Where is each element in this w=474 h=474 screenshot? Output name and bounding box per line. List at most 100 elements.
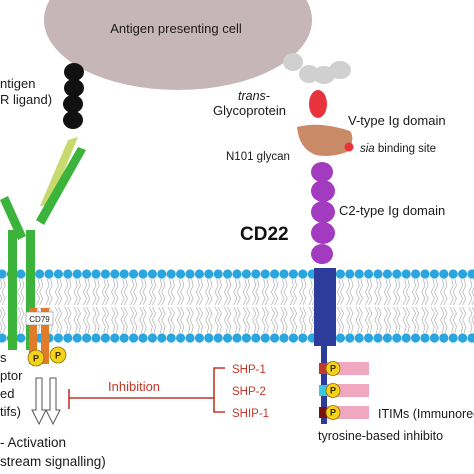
lipid-tail: [289, 306, 294, 334]
lipid-head: [53, 269, 64, 279]
lipid-tail: [205, 278, 210, 306]
lipid-tail: [208, 306, 213, 334]
lipid-tail: [302, 306, 307, 334]
lipid-tail: [233, 306, 238, 334]
lipid-tail: [105, 278, 109, 306]
lipid-tail: [189, 278, 194, 306]
lipid-tail: [252, 306, 257, 334]
lipid-tail: [148, 306, 153, 334]
lipid-head: [63, 269, 73, 279]
lipid-tail: [76, 278, 81, 306]
lipid-head: [345, 333, 355, 343]
lipid-head: [420, 269, 430, 279]
lipid-tail: [280, 306, 285, 334]
lipid-head: [16, 333, 26, 343]
lipid-tail: [83, 306, 87, 334]
lipid-head: [467, 269, 474, 279]
lipid-tail: [54, 278, 59, 306]
lipid-tail: [302, 278, 307, 306]
lipid-head: [382, 333, 392, 343]
itims-label-2: tyrosine-based inhibito: [318, 429, 443, 443]
lipid-tail: [217, 278, 222, 306]
lipid-head: [0, 269, 7, 279]
lipid-tail: [227, 278, 232, 306]
lipid-head: [138, 269, 148, 279]
lipid-tail: [246, 306, 250, 334]
lipid-head: [110, 269, 120, 279]
lipid-tail: [233, 278, 238, 306]
lipid-tail: [299, 306, 304, 334]
lipid-tail: [73, 278, 78, 306]
lipid-tail: [430, 306, 435, 334]
antigen-label-2: R ligand): [0, 92, 52, 107]
lipid-tail: [299, 278, 304, 306]
lipid-tail: [133, 278, 138, 306]
lipid-tail: [340, 278, 344, 306]
lipid-tail: [214, 306, 219, 334]
lipid-tail: [101, 306, 106, 334]
lipid-head: [382, 269, 392, 279]
bcr-text-2: ptor: [0, 368, 23, 383]
lipid-head: [241, 333, 251, 343]
bcr-complex: ntigen R ligand) CD79 P P s ptor ed tifs…: [0, 63, 106, 469]
lipid-tail: [224, 278, 228, 306]
lipid-head: [147, 269, 157, 279]
lipid-head: [448, 333, 458, 343]
lipid-tail: [120, 306, 125, 334]
lipid-tail: [393, 306, 398, 334]
lipid-head: [458, 333, 468, 343]
lipid-tail: [383, 278, 388, 306]
lipid-tail: [280, 278, 285, 306]
lipid-tail: [186, 278, 191, 306]
lipid-head: [429, 333, 439, 343]
lipid-tail: [0, 278, 3, 304]
lipid-tail: [393, 278, 398, 306]
c2-domain-label: C2-type Ig domain: [339, 203, 445, 218]
lipid-tail: [396, 278, 401, 306]
lipid-head: [129, 269, 139, 279]
lipid-tail: [114, 306, 119, 334]
lipid-head: [82, 333, 92, 343]
lipid-tail: [440, 306, 445, 334]
lipid-tail: [111, 278, 116, 306]
lipid-head: [213, 333, 223, 343]
lipid-head: [100, 269, 110, 279]
lipid-head: [100, 333, 110, 343]
lipid-head: [373, 333, 383, 343]
cd22-complex: trans- Glycoprotein V-type Ig domain N10…: [213, 53, 474, 443]
lipid-head: [364, 269, 374, 279]
shp1-label: SHP-1: [232, 364, 266, 376]
lipid-tail: [152, 306, 156, 334]
lipid-tail: [412, 306, 416, 334]
lipid-tail: [349, 306, 354, 334]
v-type-domain: [297, 124, 353, 156]
lipid-head: [429, 269, 439, 279]
c2-domains: [311, 162, 335, 264]
lipid-tail: [402, 278, 407, 306]
lipid-tail: [274, 306, 279, 334]
lipid-head: [270, 333, 280, 343]
inhibition-connector: [68, 367, 225, 413]
lipid-tail: [355, 278, 360, 306]
lipid-tail: [402, 306, 407, 334]
lipid-tail: [139, 306, 144, 334]
lipid-head: [35, 269, 45, 279]
lipid-tail: [377, 278, 382, 306]
lipid-tail: [421, 278, 426, 306]
lipid-head: [157, 269, 167, 279]
lipid-head: [420, 333, 430, 343]
lipid-tail: [289, 278, 294, 306]
lipid-tail: [374, 306, 379, 334]
lipid-tail: [261, 306, 266, 334]
lipid-tail: [459, 306, 463, 334]
lipid-tail: [214, 278, 219, 306]
lipid-tail: [358, 306, 363, 334]
lipid-head: [241, 269, 251, 279]
lipid-tail: [424, 278, 429, 306]
lipid-head: [279, 333, 289, 343]
ship1-label: SHIP-1: [232, 408, 269, 420]
lipid-tail: [161, 278, 166, 306]
lipid-head: [354, 269, 364, 279]
